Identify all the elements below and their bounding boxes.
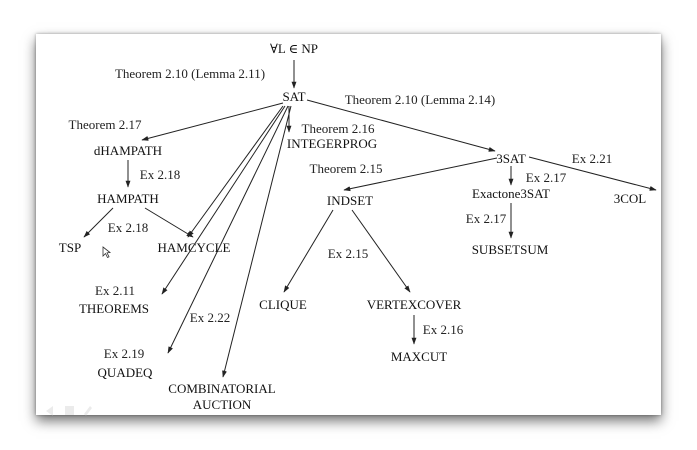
node-dhampath: dHAMPATH bbox=[94, 143, 162, 158]
edge-3sat-3col bbox=[528, 156, 657, 191]
label-hampath-tsp: Ex 2.18 bbox=[108, 220, 148, 235]
node-theorems: THEOREMS bbox=[79, 301, 149, 316]
edge-sat-3sat bbox=[306, 99, 496, 152]
pen-icon[interactable] bbox=[84, 406, 92, 416]
node-tsp: TSP bbox=[59, 240, 81, 255]
label-sat-quadeq: Ex 2.19 bbox=[104, 346, 144, 361]
mouse-cursor-icon bbox=[102, 246, 112, 259]
slide-nav-controls[interactable] bbox=[46, 406, 92, 416]
node-exactone3sat: Exactone3SAT bbox=[472, 186, 550, 201]
edge-sat-quadeq bbox=[167, 105, 289, 354]
node-subsetsum: SUBSETSUM bbox=[472, 242, 549, 257]
edge-sat-theorems bbox=[161, 105, 286, 295]
label-sat-theorems: Ex 2.11 bbox=[95, 283, 135, 298]
edge-indset-vertexcover bbox=[351, 209, 411, 293]
label-sat-3sat: Theorem 2.10 (Lemma 2.14) bbox=[345, 92, 496, 107]
node-hampath: HAMPATH bbox=[97, 191, 159, 206]
node-sat: SAT bbox=[282, 89, 305, 104]
label-dhampath-hampath: Ex 2.18 bbox=[140, 167, 180, 182]
label-3sat-3col: Ex 2.21 bbox=[572, 151, 612, 166]
label-sat-combinatorial: Ex 2.22 bbox=[190, 310, 230, 325]
edge-sat-combinatorial bbox=[222, 105, 292, 378]
edge-hampath-tsp bbox=[83, 207, 114, 238]
label-3sat-exactone3sat: Ex 2.17 bbox=[526, 170, 567, 185]
label-vertexcover-maxcut: Ex 2.16 bbox=[423, 322, 464, 337]
slide-menu-icon[interactable] bbox=[65, 406, 74, 415]
node-maxcut: MAXCUT bbox=[391, 349, 447, 364]
edge-hampath-hamcycle bbox=[144, 207, 194, 238]
label-exactone3sat-subsetsum: Ex 2.17 bbox=[466, 211, 507, 226]
slide-frame bbox=[36, 34, 661, 415]
node-indset: INDSET bbox=[327, 193, 373, 208]
label-sat-integerprog: Theorem 2.16 bbox=[302, 121, 375, 136]
edge-indset-clique bbox=[283, 209, 334, 293]
label-np-sat: Theorem 2.10 (Lemma 2.11) bbox=[115, 66, 265, 81]
edge-sat-hamcycle bbox=[187, 105, 284, 238]
node-auction: AUCTION bbox=[193, 397, 252, 412]
node-np: ∀L ∈ NP bbox=[270, 41, 318, 56]
node-clique: CLIQUE bbox=[259, 297, 307, 312]
label-sat-dhampath: Theorem 2.17 bbox=[69, 117, 142, 132]
label-3sat-indset: Theorem 2.15 bbox=[310, 161, 383, 176]
node-vertexcover: VERTEXCOVER bbox=[367, 297, 462, 312]
edge-sat-dhampath bbox=[141, 102, 284, 141]
node-hamcycle: HAMCYCLE bbox=[158, 240, 231, 255]
node-integerprog: INTEGERPROG bbox=[287, 136, 377, 151]
node-3col: 3COL bbox=[614, 191, 647, 206]
node-quadeq: QUADEQ bbox=[98, 365, 153, 380]
node-3sat: 3SAT bbox=[496, 151, 526, 166]
node-combinatorial: COMBINATORIAL bbox=[168, 381, 275, 396]
prev-slide-icon[interactable] bbox=[46, 406, 53, 416]
edge-3sat-indset bbox=[343, 157, 498, 192]
label-indset-clique: Ex 2.15 bbox=[328, 246, 368, 261]
